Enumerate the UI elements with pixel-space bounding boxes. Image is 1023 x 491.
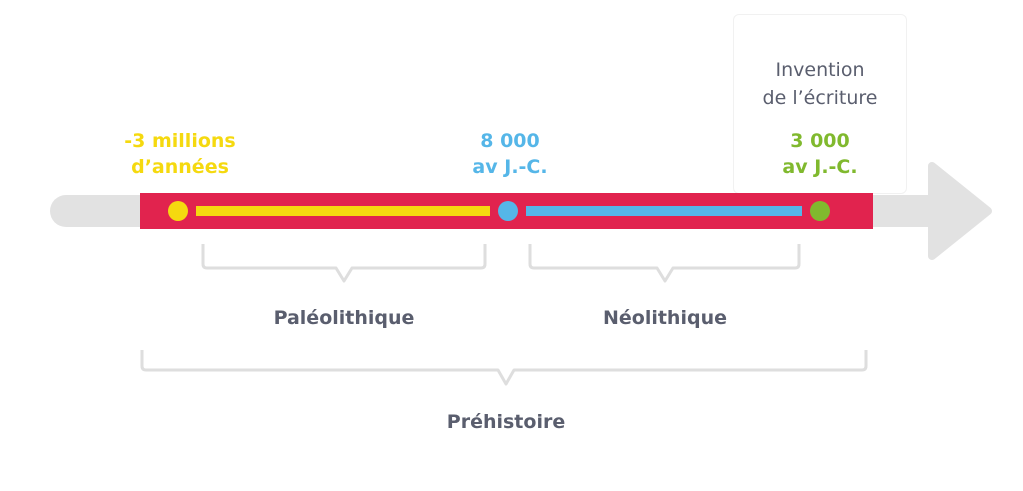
marker-label-8000: 8 000 av J.-C. <box>440 128 580 180</box>
invention-note: Invention de l’écriture <box>733 56 907 112</box>
marker-label-3-millions-line2: d’années <box>131 156 229 178</box>
neolithique-bracket <box>528 244 801 283</box>
marker-label-8000-line2: av J.-C. <box>472 156 548 178</box>
marker-dot-3000 <box>810 201 830 221</box>
neolithique-segment <box>526 206 802 216</box>
paleolithique-segment <box>196 206 490 216</box>
marker-label-8000-line1: 8 000 <box>480 130 540 152</box>
marker-dot-3-millions <box>168 201 188 221</box>
marker-label-3-millions: -3 millions d’années <box>100 128 260 180</box>
prehistoire-label: Préhistoire <box>446 411 566 433</box>
marker-label-3000-line1: 3 000 <box>790 130 850 152</box>
marker-label-3000: 3 000 av J.-C. <box>750 128 890 180</box>
paleolithique-label: Paléolithique <box>273 307 415 329</box>
prehistoire-bracket <box>140 350 868 386</box>
invention-line2: de l’écriture <box>762 87 878 109</box>
marker-label-3000-line2: av J.-C. <box>782 156 858 178</box>
marker-label-3-millions-line1: -3 millions <box>124 130 236 152</box>
marker-dot-8000 <box>498 201 518 221</box>
timeline-arrow-head <box>928 162 992 260</box>
neolithique-label: Néolithique <box>602 307 727 329</box>
paleolithique-bracket <box>201 244 487 283</box>
invention-line1: Invention <box>775 59 865 81</box>
